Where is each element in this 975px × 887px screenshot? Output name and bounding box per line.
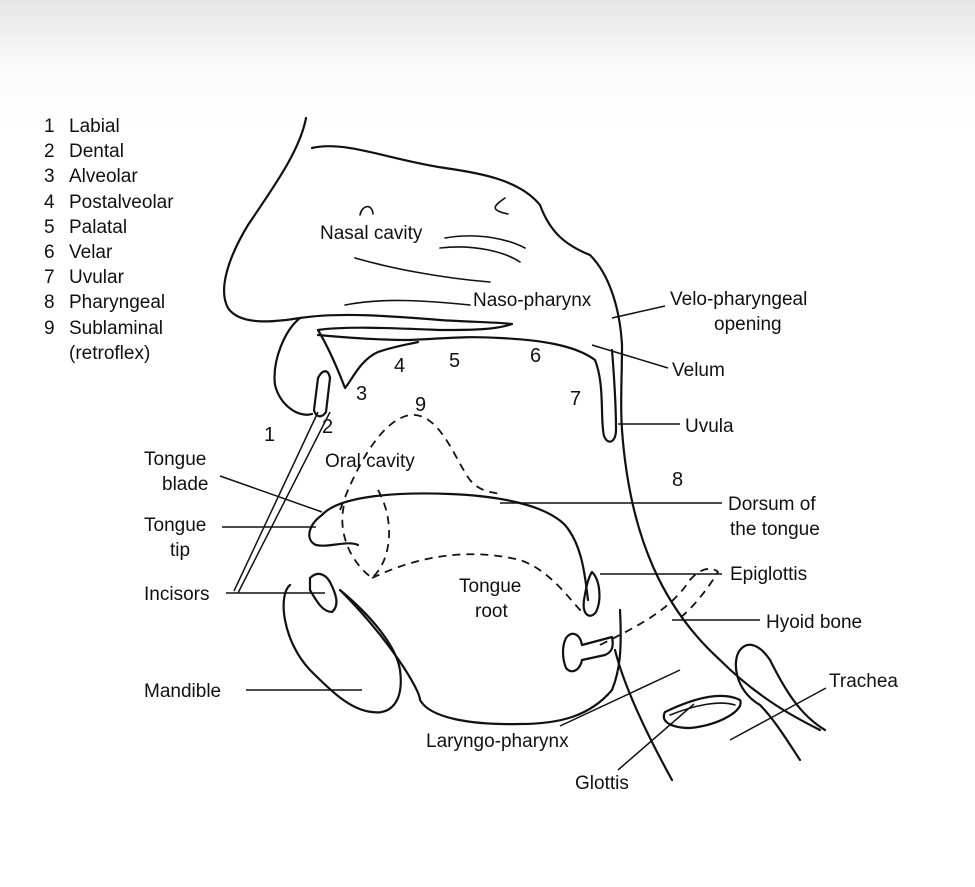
alveolar-ridge bbox=[316, 328, 420, 390]
label-mandible: Mandible bbox=[144, 681, 221, 702]
label-trachea: Trachea bbox=[829, 671, 898, 692]
label-tongue-tip: Tongue bbox=[144, 515, 206, 536]
legend-label: Palatal bbox=[69, 216, 128, 238]
point-number-4: 4 bbox=[394, 355, 405, 377]
pharynx-front-wall bbox=[613, 648, 674, 782]
legend-item: 9 Sublaminal (retroflex) bbox=[44, 316, 174, 366]
legend-number: 5 bbox=[44, 216, 55, 238]
legend-label: Postalveolar bbox=[69, 191, 174, 213]
upper-incisor bbox=[312, 370, 332, 418]
label-tongue-tip-2: tip bbox=[170, 540, 190, 561]
leader-incisors bbox=[226, 411, 331, 594]
point-number-1: 1 bbox=[264, 424, 275, 446]
label-velo-pharyngeal-2: opening bbox=[714, 314, 782, 335]
tongue-tip bbox=[308, 513, 360, 547]
nasal-concha-2 bbox=[439, 246, 521, 263]
nasal-cavity-roof bbox=[310, 145, 822, 732]
legend-item: 1 Labial bbox=[44, 114, 174, 139]
legend-item: 4 Postalveolar bbox=[44, 190, 174, 215]
leader-velum bbox=[591, 344, 669, 369]
label-tongue-blade-2: blade bbox=[162, 474, 209, 495]
point-number-9: 9 bbox=[415, 394, 426, 416]
legend-item: 5 Palatal bbox=[44, 215, 174, 240]
epiglottis-dashed bbox=[599, 567, 720, 646]
label-epiglottis: Epiglottis bbox=[730, 564, 807, 585]
legend-number: 6 bbox=[44, 242, 55, 264]
point-number-7: 7 bbox=[570, 388, 581, 410]
tongue-root-dashed bbox=[371, 553, 583, 613]
point-number-2: 2 bbox=[322, 416, 333, 438]
jaw-line bbox=[338, 588, 622, 726]
legend-label: Pharyngeal bbox=[69, 292, 166, 314]
leader-trachea bbox=[729, 687, 827, 741]
label-hyoid-bone: Hyoid bone bbox=[766, 612, 862, 633]
legend-number: 8 bbox=[44, 292, 55, 314]
label-tongue-root: Tongue bbox=[459, 576, 521, 597]
velum-outline bbox=[316, 333, 618, 443]
nasal-concha-3 bbox=[354, 257, 491, 283]
legend-item: 3 Alveolar bbox=[44, 164, 174, 189]
nasal-concha-1 bbox=[444, 235, 526, 249]
legend-number: 4 bbox=[44, 191, 55, 213]
legend-number: 2 bbox=[44, 141, 55, 163]
nasal-concha-4 bbox=[344, 299, 471, 306]
palate-upper bbox=[298, 313, 514, 332]
upper-lip bbox=[273, 316, 314, 416]
nose-profile bbox=[223, 116, 308, 323]
leader-velo-pharyngeal bbox=[611, 305, 666, 319]
hyoid-bone-shape bbox=[561, 632, 614, 673]
label-naso-pharynx: Naso-pharynx bbox=[473, 290, 592, 311]
tongue-dorsum bbox=[320, 492, 590, 602]
legend-number: 1 bbox=[44, 116, 55, 137]
mandible bbox=[282, 583, 402, 714]
label-glottis: Glottis bbox=[575, 773, 629, 794]
legend-item: 2 Dental bbox=[44, 139, 174, 164]
legend-label: Dental bbox=[69, 141, 124, 163]
lower-incisor bbox=[308, 572, 338, 614]
point-number-6: 6 bbox=[530, 345, 541, 367]
label-incisors: Incisors bbox=[144, 584, 209, 605]
label-velo-pharyngeal: Velo-pharyngeal bbox=[670, 289, 807, 310]
label-tongue-blade: Tongue bbox=[144, 449, 206, 470]
label-uvula: Uvula bbox=[685, 416, 734, 437]
leader-glottis bbox=[617, 703, 695, 771]
legend-label: Sublaminal bbox=[69, 317, 163, 339]
legend-item: 6 Velar bbox=[44, 240, 174, 265]
label-oral-cavity: Oral cavity bbox=[325, 451, 415, 472]
glottis-ring bbox=[662, 694, 742, 730]
legend-number: 7 bbox=[44, 267, 55, 289]
legend-number: 3 bbox=[44, 166, 55, 188]
nasal-opening-hook bbox=[359, 205, 374, 216]
legend-sublabel: (retroflex) bbox=[69, 342, 151, 364]
point-number-3: 3 bbox=[356, 383, 367, 405]
label-dorsum-2: the tongue bbox=[730, 519, 820, 540]
label-nasal-cavity: Nasal cavity bbox=[320, 223, 423, 244]
epiglottis-shape bbox=[582, 570, 601, 617]
sinus-mark bbox=[494, 197, 509, 215]
point-number-5: 5 bbox=[449, 350, 460, 372]
label-velum: Velum bbox=[672, 360, 725, 381]
legend-number: 9 bbox=[44, 317, 55, 339]
legend-label: Labial bbox=[69, 116, 120, 137]
glottis-inner bbox=[669, 702, 736, 716]
tongue-tip-dashed bbox=[341, 489, 390, 580]
legend-item: 8 Pharyngeal bbox=[44, 290, 174, 315]
legend-label: Velar bbox=[69, 242, 113, 264]
label-laryngo-pharynx: Laryngo-pharynx bbox=[426, 731, 569, 752]
label-dorsum: Dorsum of bbox=[728, 494, 816, 515]
legend-label: Alveolar bbox=[69, 166, 138, 188]
trachea-back bbox=[734, 648, 802, 762]
retroflex-tongue-contour bbox=[339, 414, 501, 511]
legend-label: Uvular bbox=[69, 267, 124, 289]
point-number-8: 8 bbox=[672, 469, 683, 491]
label-tongue-root-2: root bbox=[475, 601, 508, 622]
legend-item: 7 Uvular bbox=[44, 265, 174, 290]
leader-laryngo-pharynx bbox=[559, 669, 681, 727]
trachea-front bbox=[738, 643, 827, 732]
leader-tongue-blade bbox=[219, 475, 323, 513]
